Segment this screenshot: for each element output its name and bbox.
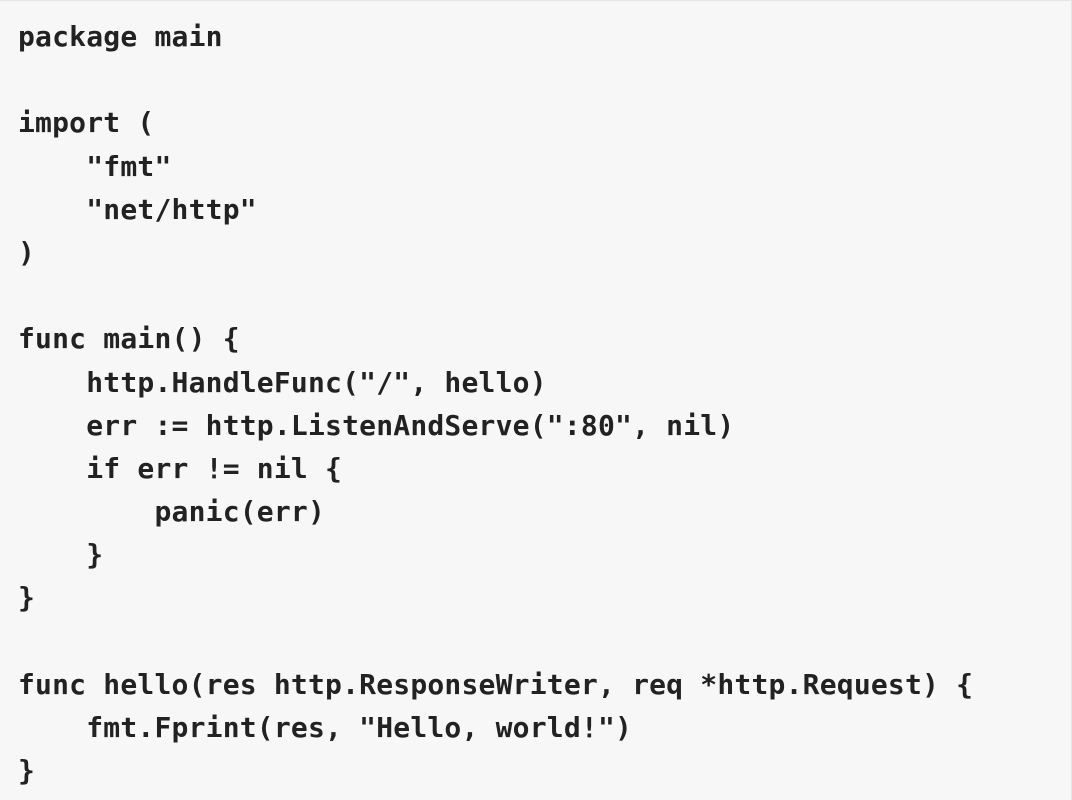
code-line: fmt.Fprint(res, "Hello, world!") (18, 711, 633, 744)
code-line: "fmt" (18, 149, 172, 183)
code-line: } (18, 754, 36, 788)
code-line: if err != nil { (18, 451, 343, 485)
code-line: err := http.ListenAndServe(":80", nil) (18, 408, 735, 442)
code-line: ) (18, 235, 36, 269)
code-line: panic(err) (18, 495, 326, 529)
code-line: package main (18, 20, 223, 53)
code-line: import ( (18, 106, 155, 140)
code-line (18, 274, 1071, 317)
code-line (18, 58, 1071, 101)
code-line: func main() { (18, 322, 240, 356)
code-line (18, 620, 1071, 663)
code-line: } (18, 538, 104, 572)
code-line: func hello(res http.ResponseWriter, req … (18, 667, 974, 701)
code-line: "net/http" (18, 192, 257, 226)
code-line: http.HandleFunc("/", hello) (18, 365, 547, 399)
code-line: } (18, 581, 36, 615)
